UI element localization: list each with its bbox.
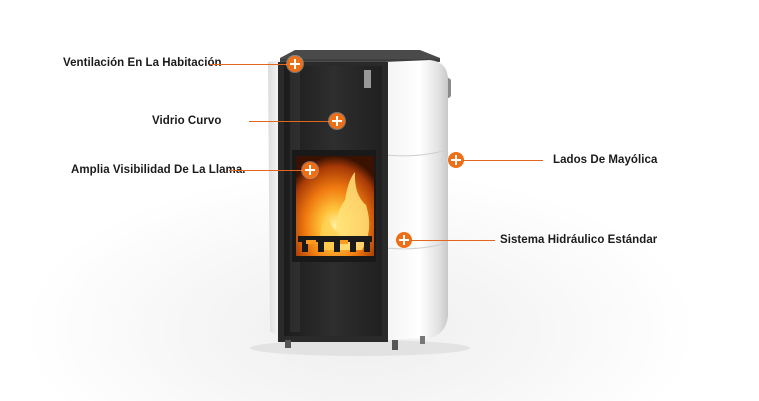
- plus-icon[interactable]: [329, 113, 345, 129]
- label-majolica-sides: Lados De Mayólica: [553, 154, 658, 166]
- plus-icon[interactable]: [302, 162, 318, 178]
- connector-line: [463, 160, 543, 161]
- plus-icon[interactable]: [448, 152, 464, 168]
- plus-icon[interactable]: [396, 232, 412, 248]
- label-hydraulic-system: Sistema Hidráulico Estándar: [500, 234, 658, 246]
- connector-line: [229, 170, 305, 171]
- label-flame-visibility: Amplia Visibilidad De La Llama.: [71, 164, 246, 176]
- connector-line: [411, 240, 495, 241]
- connector-line: [249, 121, 331, 122]
- plus-icon[interactable]: [287, 56, 303, 72]
- label-curved-glass: Vidrio Curvo: [152, 115, 222, 127]
- connector-line: [210, 64, 290, 65]
- label-room-ventilation: Ventilación En La Habitación: [63, 57, 222, 69]
